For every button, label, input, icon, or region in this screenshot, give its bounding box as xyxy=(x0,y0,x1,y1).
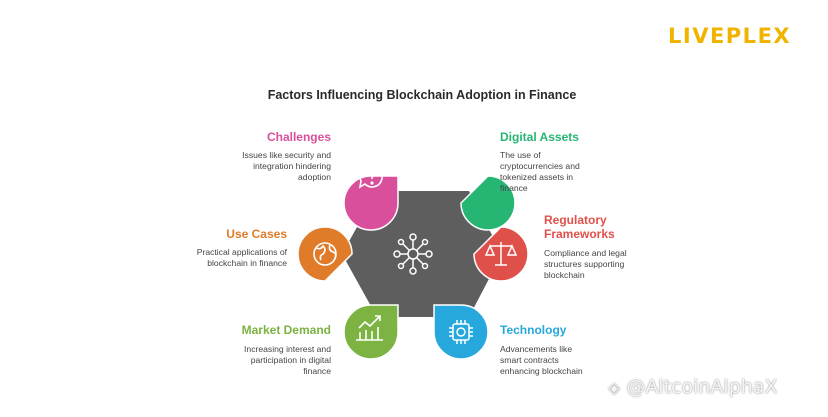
technology-description: Advancements like smart contracts enhanc… xyxy=(500,344,583,376)
watermark-text: @AltcoinAlphaX xyxy=(626,376,778,398)
market-demand-title: Market Demand xyxy=(241,323,331,337)
challenges-description: Issues like security and integration hin… xyxy=(242,150,331,182)
market-demand-petal xyxy=(343,304,399,360)
technology-title: Technology xyxy=(500,323,567,337)
chip-icon xyxy=(449,320,473,344)
watermark: ◈ @AltcoinAlphaX xyxy=(608,376,777,398)
use-cases-title: Use Cases xyxy=(226,227,287,241)
diamond-icon xyxy=(448,162,474,190)
question-bubble-icon xyxy=(358,166,383,189)
network-icon xyxy=(393,233,433,275)
challenges-title: Challenges xyxy=(266,130,331,144)
diagram-title: Factors Influencing Blockchain Adoption … xyxy=(267,88,577,102)
regulatory-title: Regulatory Frameworks xyxy=(544,213,615,241)
globe-icon xyxy=(313,242,337,266)
technology-petal xyxy=(433,304,489,360)
regulatory-description: Compliance and legal structures supporti… xyxy=(544,248,627,280)
market-demand-description: Increasing interest and participation in… xyxy=(244,344,331,376)
use-cases-petal xyxy=(297,226,353,282)
liveplex-logo: LIVEPLEX xyxy=(668,24,792,48)
digital-assets-petal xyxy=(460,175,516,231)
digital-assets-title: Digital Assets xyxy=(500,130,579,144)
digital-assets-description: The use of cryptocurrencies and tokenize… xyxy=(500,150,580,193)
growth-chart-icon xyxy=(356,315,383,341)
scales-icon xyxy=(484,242,518,266)
use-cases-description: Practical applications of blockchain in … xyxy=(196,247,287,268)
binance-icon: ◈ xyxy=(608,378,621,397)
